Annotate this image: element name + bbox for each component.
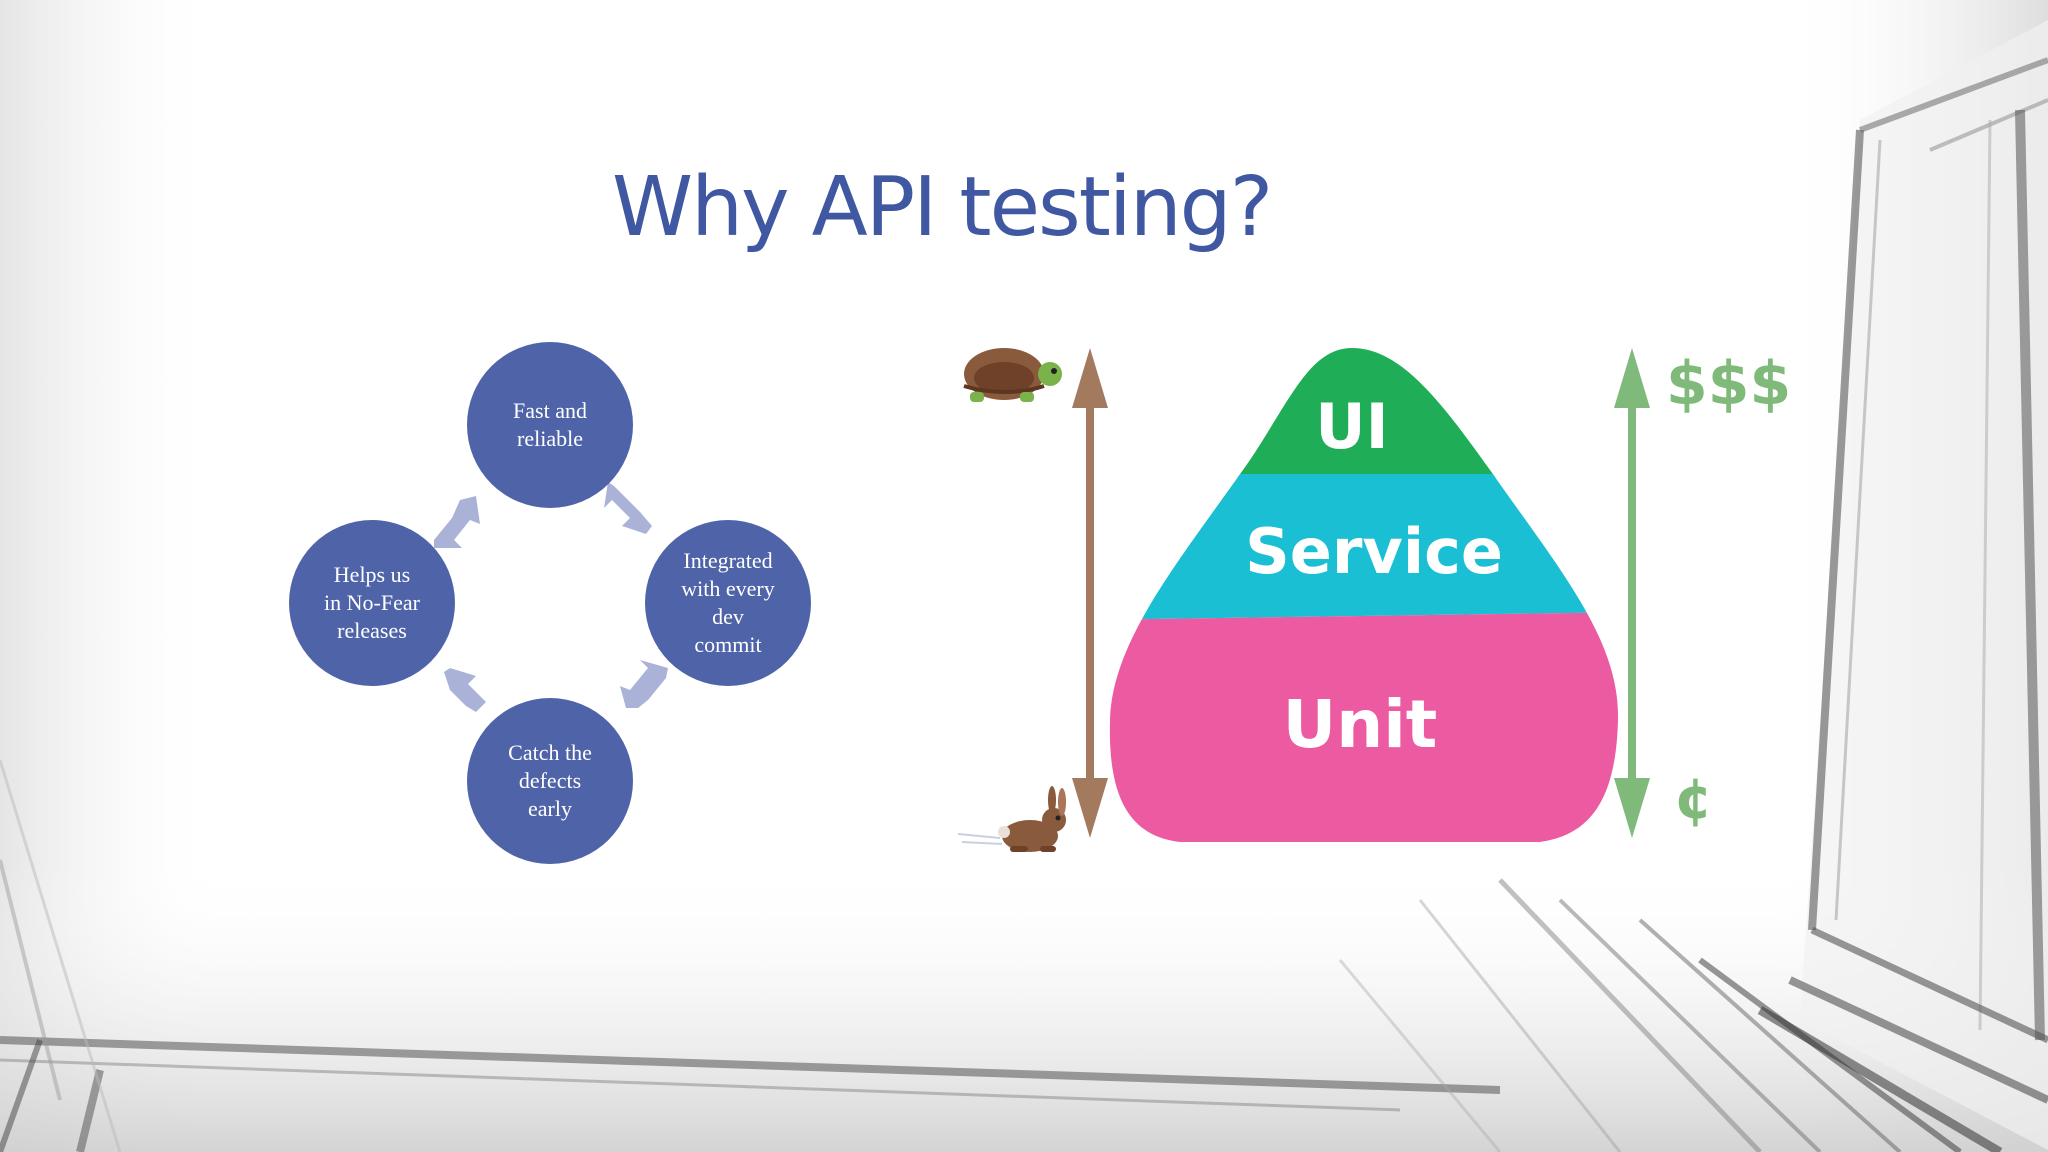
cycle-item-integrated: Integrated with every dev commit xyxy=(645,520,811,686)
cycle-item-label: Helps us in No-Fear releases xyxy=(324,562,420,643)
speed-axis-arrow-down xyxy=(1072,778,1108,838)
pyramid-label-service: Service xyxy=(1245,515,1503,588)
cycle-item-no-fear: Helps us in No-Fear releases xyxy=(289,520,455,686)
cycle-arrow-bottom-left xyxy=(444,668,486,712)
cost-axis-arrow-down xyxy=(1614,778,1650,838)
cost-axis-arrow-up xyxy=(1614,348,1650,408)
cycle-item-fast-reliable: Fast and reliable xyxy=(467,342,633,508)
cycle-item-label: Catch the defects early xyxy=(508,740,592,821)
cycle-arrow-left-top xyxy=(434,496,480,548)
cycle-item-label: Integrated with every dev commit xyxy=(681,548,775,657)
pyramid-label-ui: UI xyxy=(1315,390,1388,463)
cost-label-low: ¢ xyxy=(1674,767,1713,832)
cycle-item-label: Fast and reliable xyxy=(513,398,587,451)
cycle-item-catch-defects: Catch the defects early xyxy=(467,698,633,864)
cycle-arrow-top-right xyxy=(604,482,652,534)
slide-title: Why API testing? xyxy=(612,160,1273,255)
pyramid-layer-service xyxy=(1109,474,1619,620)
turtle-icon xyxy=(963,348,1062,402)
cost-label-high: $$$ xyxy=(1666,349,1791,419)
rabbit-icon xyxy=(957,786,1066,852)
speed-axis-arrow-up xyxy=(1072,348,1108,408)
pyramid-label-unit: Unit xyxy=(1283,686,1438,763)
cycle-arrow-right-bottom xyxy=(620,660,668,708)
pyramid-layer-unit xyxy=(1109,612,1619,842)
